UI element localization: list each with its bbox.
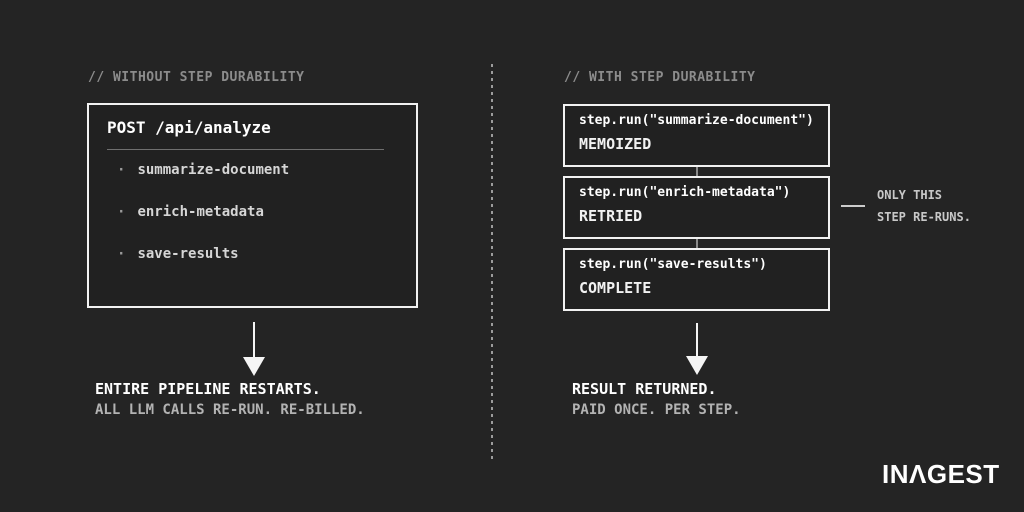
pipeline-step-item: · enrich-metadata [117,204,264,220]
down-arrow-right-head [686,356,708,375]
pipeline-step-label: save-results [137,246,239,262]
bullet-icon: · [117,204,126,220]
step-status: MEMOIZED [579,135,652,153]
step-connector [696,239,698,248]
section-divider-dotted [491,64,493,463]
right-result-subtitle: PAID ONCE. PER STEP. [572,402,741,418]
right-panel-header: // WITH STEP DURABILITY [564,70,756,85]
pipeline-step-label: summarize-document [137,162,290,178]
step-connector [696,167,698,176]
annotation-connector-line [841,205,865,207]
pipeline-step-item: · summarize-document [117,162,289,178]
step-code: step.run("save-results") [579,257,767,272]
annotation-text-line1: ONLY THIS [877,188,943,202]
step-status: COMPLETE [579,279,652,297]
left-result-title: ENTIRE PIPELINE RESTARTS. [95,380,321,398]
bullet-icon: · [117,246,126,262]
left-panel-header: // WITHOUT STEP DURABILITY [88,70,305,85]
left-result-subtitle: ALL LLM CALLS RE-RUN. RE-BILLED. [95,402,365,418]
down-arrow-left-line [253,322,255,358]
down-arrow-right-line [696,323,698,357]
pipeline-step-label: enrich-metadata [137,204,264,220]
annotation-text-line2: STEP RE-RUNS. [877,210,971,224]
request-box-divider [107,149,384,150]
bullet-icon: · [117,162,126,178]
step-box-complete: step.run("save-results") COMPLETE [563,248,830,311]
step-box-retried: step.run("enrich-metadata") RETRIED [563,176,830,239]
step-status: RETRIED [579,207,643,225]
pipeline-step-item: · save-results [117,246,239,262]
step-code: step.run("summarize-document") [579,113,814,128]
step-box-memoized: step.run("summarize-document") MEMOIZED [563,104,830,167]
step-code: step.run("enrich-metadata") [579,185,791,200]
right-result-title: RESULT RETURNED. [572,380,717,398]
request-box: POST /api/analyze · summarize-document · e… [87,103,418,308]
down-arrow-left-head [243,357,265,376]
request-box-title: POST /api/analyze [107,118,271,137]
inngest-logo: INΛGEST [882,459,1000,489]
